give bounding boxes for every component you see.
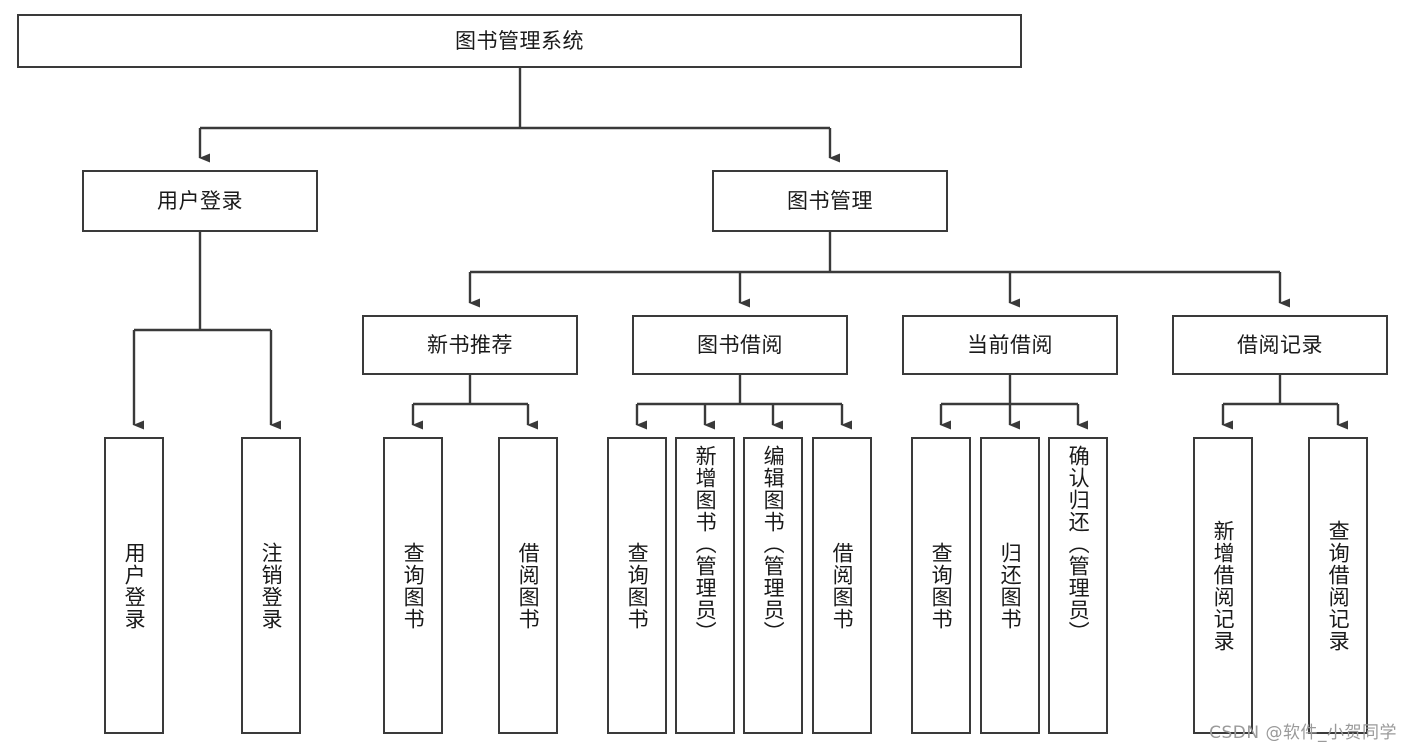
node-book-management[interactable]: 图书管理	[712, 170, 948, 232]
node-leaf-add-book[interactable]: 新增图书（管理员）	[675, 437, 735, 734]
node-book-borrow[interactable]: 图书借阅	[632, 315, 848, 375]
node-leaf-return-book[interactable]: 归还图书	[980, 437, 1040, 734]
node-book-borrow-label: 图书借阅	[697, 332, 783, 357]
node-leaf-query-book-1-label: 查询图书	[401, 541, 426, 630]
node-root-system[interactable]: 图书管理系统	[17, 14, 1022, 68]
node-leaf-return-book-label: 归还图书	[998, 541, 1023, 630]
node-leaf-borrow-book-2-label: 借阅图书	[830, 541, 855, 630]
node-borrow-record[interactable]: 借阅记录	[1172, 315, 1388, 375]
node-leaf-add-borrow-record[interactable]: 新增借阅记录	[1193, 437, 1253, 734]
node-user-login[interactable]: 用户登录	[82, 170, 318, 232]
node-book-management-label: 图书管理	[787, 188, 873, 213]
node-leaf-query-borrow-record-label: 查询借阅记录	[1326, 519, 1351, 652]
node-leaf-confirm-return[interactable]: 确认归还（管理员）	[1048, 437, 1108, 734]
node-leaf-borrow-book-2[interactable]: 借阅图书	[812, 437, 872, 734]
node-leaf-logout-login-label: 注销登录	[259, 541, 284, 630]
node-leaf-add-book-label: 新增图书（管理员）	[693, 445, 718, 643]
node-leaf-edit-book[interactable]: 编辑图书（管理员）	[743, 437, 803, 734]
node-leaf-user-login[interactable]: 用户登录	[104, 437, 164, 734]
node-new-book-recommend-label: 新书推荐	[427, 332, 513, 357]
node-leaf-borrow-book-1[interactable]: 借阅图书	[498, 437, 558, 734]
node-leaf-query-book-2-label: 查询图书	[625, 541, 650, 630]
node-leaf-user-login-label: 用户登录	[122, 541, 147, 630]
node-leaf-borrow-book-1-label: 借阅图书	[516, 541, 541, 630]
node-leaf-query-book-2[interactable]: 查询图书	[607, 437, 667, 734]
node-leaf-add-borrow-record-label: 新增借阅记录	[1211, 519, 1236, 652]
node-leaf-confirm-return-label: 确认归还（管理员）	[1066, 445, 1091, 643]
node-current-borrow-label: 当前借阅	[967, 332, 1053, 357]
node-leaf-query-book-3-label: 查询图书	[929, 541, 954, 630]
node-user-login-label: 用户登录	[157, 188, 243, 213]
node-leaf-query-borrow-record[interactable]: 查询借阅记录	[1308, 437, 1368, 734]
node-borrow-record-label: 借阅记录	[1237, 332, 1323, 357]
node-current-borrow[interactable]: 当前借阅	[902, 315, 1118, 375]
node-new-book-recommend[interactable]: 新书推荐	[362, 315, 578, 375]
node-leaf-query-book-3[interactable]: 查询图书	[911, 437, 971, 734]
node-leaf-edit-book-label: 编辑图书（管理员）	[761, 445, 786, 643]
csdn-watermark: CSDN @软件_小贺同学	[1209, 723, 1397, 743]
node-root-system-label: 图书管理系统	[455, 28, 584, 53]
node-leaf-logout-login[interactable]: 注销登录	[241, 437, 301, 734]
node-leaf-query-book-1[interactable]: 查询图书	[383, 437, 443, 734]
